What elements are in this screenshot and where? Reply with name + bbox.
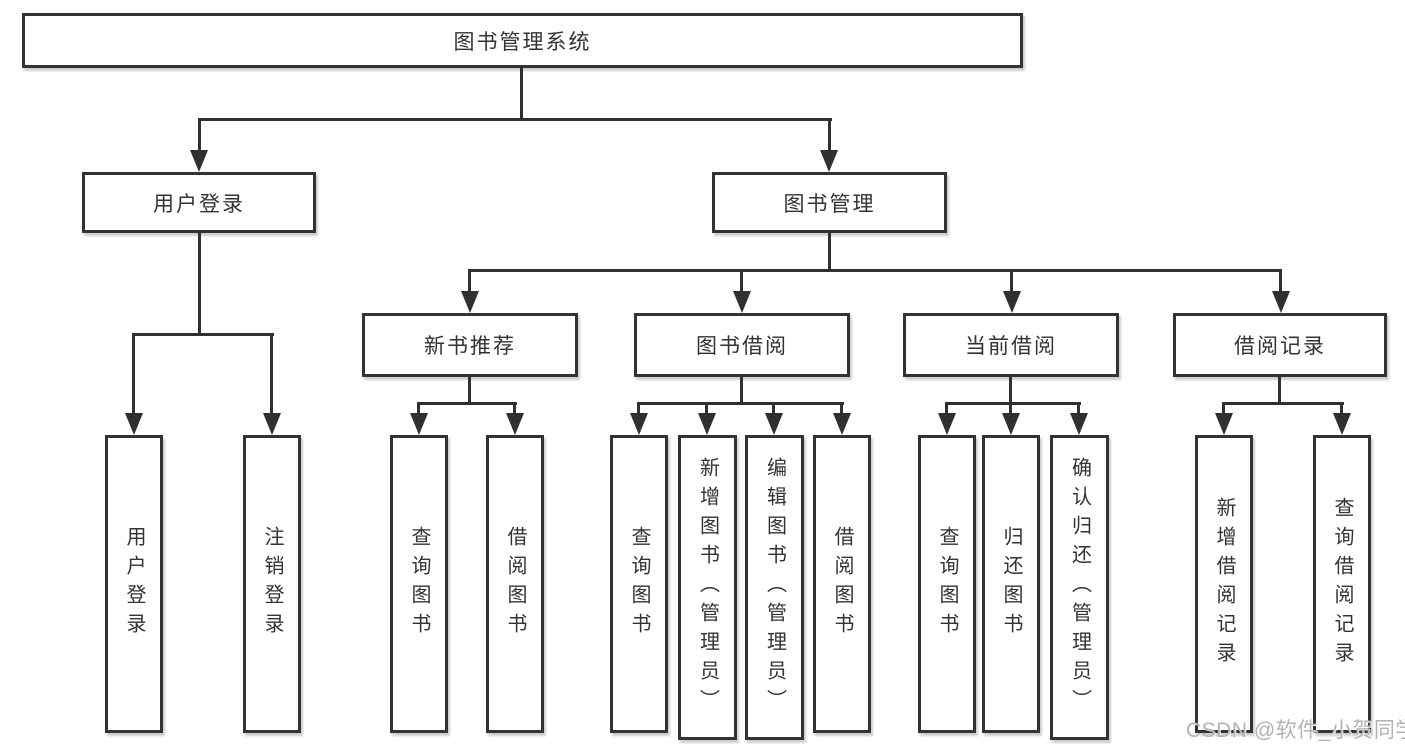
connector-drop-current-borrow	[1010, 272, 1013, 292]
connector-user-login-bar	[132, 333, 274, 336]
arrow-down-icon	[190, 150, 208, 172]
arrow-down-icon	[765, 413, 783, 435]
arrow-down-icon	[1003, 291, 1021, 313]
arrow-down-icon	[1215, 413, 1233, 435]
leaf-borrow-books-2: 借阅图书	[813, 435, 871, 733]
arrow-down-icon	[733, 291, 751, 313]
arrow-down-icon	[630, 413, 648, 435]
node-book-borrow: 图书借阅	[634, 313, 850, 377]
arrow-down-icon	[1272, 291, 1290, 313]
leaf-add-borrow-record-label: 新增借阅记录	[1213, 497, 1235, 671]
connector-drop-leaf-user-login	[132, 336, 135, 414]
leaf-query-borrow-record: 查询借阅记录	[1313, 435, 1371, 733]
arrow-down-icon	[125, 413, 143, 435]
leaf-query-books-2-label: 查询图书	[628, 526, 650, 642]
node-new-book-recommend-label: 新书推荐	[424, 335, 516, 358]
node-root: 图书管理系统	[22, 13, 1023, 68]
connector-drop	[840, 405, 843, 414]
leaf-add-borrow-record: 新增借阅记录	[1195, 435, 1253, 733]
leaf-return-books: 归还图书	[982, 435, 1040, 733]
connector-records-bar	[1222, 402, 1344, 405]
connector-user-login-stem	[198, 233, 201, 335]
connector-records-stem	[1278, 377, 1281, 404]
connector-drop	[513, 405, 516, 414]
arrow-down-icon	[1070, 413, 1088, 435]
connector-drop	[637, 405, 640, 414]
connector-drop	[945, 405, 948, 414]
leaf-query-borrow-record-label: 查询借阅记录	[1331, 497, 1353, 671]
leaf-query-books-1-label: 查询图书	[408, 526, 430, 642]
node-current-borrow: 当前借阅	[903, 313, 1119, 377]
connector-drop-new-book-recommend	[468, 272, 471, 292]
arrow-down-icon	[461, 291, 479, 313]
arrow-down-icon	[1002, 413, 1020, 435]
connector-root-bar	[198, 118, 832, 121]
leaf-borrow-books-2-label: 借阅图书	[831, 526, 853, 642]
arrow-down-icon	[506, 413, 524, 435]
connector-recommend-bar	[417, 402, 517, 405]
leaf-borrow-books-1: 借阅图书	[486, 435, 544, 733]
connector-drop	[1009, 405, 1012, 414]
node-current-borrow-label: 当前借阅	[965, 335, 1057, 358]
leaf-logout: 注销登录	[243, 435, 301, 733]
connector-drop	[1077, 405, 1080, 414]
arrow-down-icon	[833, 413, 851, 435]
arrow-down-icon	[938, 413, 956, 435]
node-book-borrow-label: 图书借阅	[696, 335, 788, 358]
node-new-book-recommend: 新书推荐	[362, 313, 578, 377]
connector-drop-borrow-records	[1279, 272, 1282, 292]
connector-book-management-bar	[468, 269, 1282, 272]
leaf-user-login-label: 用户登录	[123, 526, 145, 642]
leaf-query-books-3: 查询图书	[918, 435, 976, 733]
connector-book-borrow-bar	[637, 402, 844, 405]
connector-drop	[1340, 405, 1343, 414]
arrow-down-icon	[820, 150, 838, 172]
connector-drop	[705, 405, 708, 414]
connector-book-borrow-stem	[740, 377, 743, 404]
csdn-watermark: CSDN @软件_小贺同学	[1186, 719, 1405, 742]
leaf-return-books-label: 归还图书	[1000, 526, 1022, 642]
connector-recommend-stem	[468, 377, 471, 404]
connector-drop	[417, 405, 420, 414]
connector-drop-user-login	[198, 121, 201, 151]
leaf-borrow-books-1-label: 借阅图书	[504, 526, 526, 642]
node-user-login: 用户登录	[82, 172, 316, 233]
connector-drop-book-borrow	[740, 272, 743, 292]
node-borrow-records-label: 借阅记录	[1234, 335, 1326, 358]
connector-book-management-stem	[828, 233, 831, 271]
arrow-down-icon	[698, 413, 716, 435]
arrow-down-icon	[263, 413, 281, 435]
leaf-edit-books-admin-label: 编辑图书（管理员）	[763, 457, 786, 718]
leaf-add-books-admin-label: 新增图书（管理员）	[696, 457, 719, 718]
leaf-query-books-3-label: 查询图书	[936, 526, 958, 642]
leaf-add-books-admin: 新增图书（管理员）	[678, 435, 737, 740]
arrow-down-icon	[410, 413, 428, 435]
node-root-label: 图书管理系统	[453, 30, 592, 54]
connector-drop	[772, 405, 775, 414]
leaf-user-login: 用户登录	[105, 435, 163, 733]
connector-drop-book-management	[828, 121, 831, 151]
leaf-query-books-1: 查询图书	[390, 435, 448, 733]
leaf-query-books-2: 查询图书	[610, 435, 668, 733]
leaf-confirm-return-admin: 确认归还（管理员）	[1050, 435, 1109, 740]
connector-drop	[1222, 405, 1225, 414]
node-user-login-label: 用户登录	[153, 192, 245, 216]
node-borrow-records: 借阅记录	[1173, 313, 1387, 377]
connector-root-stem	[520, 67, 523, 120]
leaf-edit-books-admin: 编辑图书（管理员）	[745, 435, 804, 740]
node-book-management: 图书管理	[712, 172, 947, 233]
connector-current-borrow-stem	[1009, 377, 1012, 404]
leaf-confirm-return-admin-label: 确认归还（管理员）	[1068, 457, 1091, 718]
leaf-logout-label: 注销登录	[261, 526, 283, 642]
arrow-down-icon	[1333, 413, 1351, 435]
connector-drop-leaf-logout	[270, 336, 273, 414]
node-book-management-label: 图书管理	[783, 192, 876, 216]
connector-current-borrow-bar	[945, 402, 1081, 405]
